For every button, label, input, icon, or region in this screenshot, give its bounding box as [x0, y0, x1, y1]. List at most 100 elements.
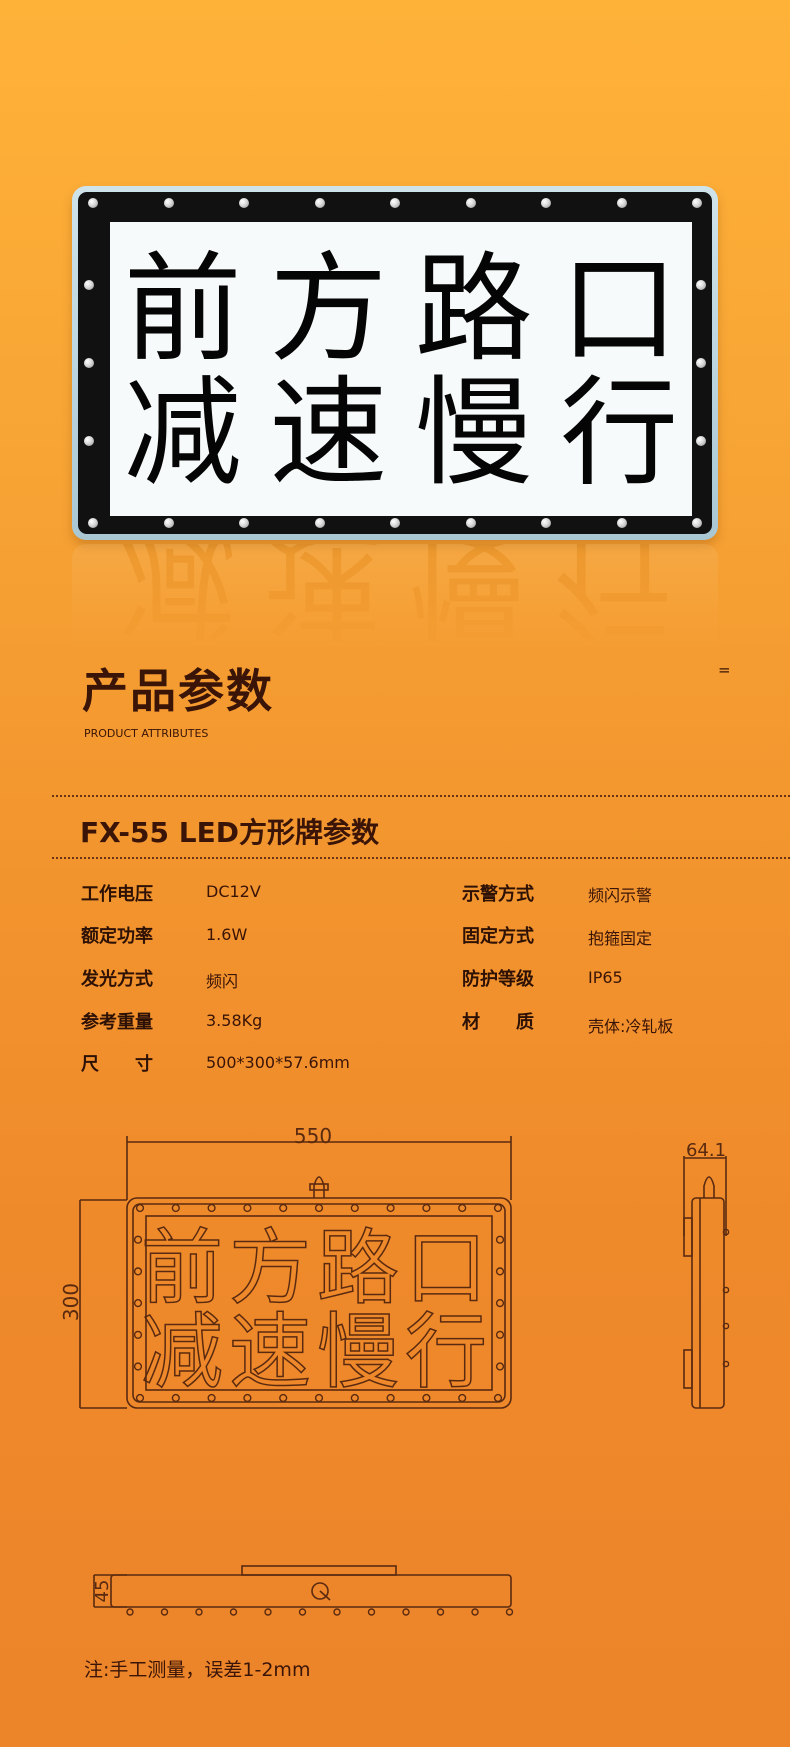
model-title: FX-55 LED方形牌参数 — [80, 816, 379, 849]
bolt-hole — [171, 1393, 180, 1403]
side-hanger — [703, 1176, 715, 1198]
spec-value: 500*300*57.6mm — [206, 1053, 350, 1072]
sign-char: 前 — [123, 240, 242, 378]
sign-line-1: 前 方 路 口 — [110, 250, 692, 368]
led-dot — [163, 518, 174, 528]
bottom-outline — [110, 1574, 512, 1608]
side-clamp-top — [683, 1217, 693, 1257]
bottom-bolt — [333, 1608, 341, 1616]
bolt-hole — [495, 1235, 505, 1244]
drawing-char: 减 — [141, 1305, 223, 1400]
bolt-hole — [350, 1203, 359, 1213]
spec-label: 固定方式 — [462, 926, 534, 947]
sign-char: 路 — [414, 240, 533, 378]
bottom-bolt — [298, 1608, 307, 1616]
sign-char: 行 — [560, 364, 679, 502]
spec-value: 抱箍固定 — [588, 929, 653, 948]
led-dot — [88, 198, 98, 208]
led-dot — [541, 198, 551, 208]
bolt-hole — [135, 1203, 145, 1213]
spec-label: 防护等级 — [462, 969, 534, 990]
led-dot — [541, 518, 551, 528]
led-dot — [692, 198, 702, 208]
led-dot — [163, 198, 174, 208]
bolt-hole — [133, 1235, 143, 1244]
spec-label: 参考重量 — [81, 1012, 153, 1033]
bolt-hole — [495, 1330, 505, 1339]
bolt-hole — [495, 1298, 505, 1308]
led-dot — [616, 198, 627, 208]
side-bolt — [722, 1360, 730, 1368]
bolt-hole — [493, 1393, 503, 1403]
hero-sign: 前 方 路 口 减 速 慢 行 — [72, 186, 718, 540]
spec-value: 3.58Kg — [206, 1011, 263, 1030]
bolt-hole — [350, 1393, 359, 1403]
led-dot — [84, 436, 94, 446]
bolt-holes — [126, 1203, 730, 1616]
drawing-char: 路 — [317, 1221, 399, 1316]
bottom-bolt — [402, 1608, 410, 1616]
bottom-bolt — [505, 1608, 514, 1616]
drawing-char: 前 — [141, 1221, 223, 1316]
hanger-cap — [309, 1183, 329, 1191]
spec-label: 材 质 — [462, 1012, 534, 1033]
led-dot — [390, 198, 400, 208]
led-dot — [84, 358, 94, 368]
bolt-hole — [422, 1393, 431, 1403]
bolt-hole — [493, 1203, 503, 1213]
bolt-hole — [386, 1203, 395, 1213]
sign-char: 速 — [269, 364, 388, 502]
led-dot — [314, 518, 325, 528]
bottom-knob — [311, 1582, 329, 1600]
bolt-hole — [207, 1203, 216, 1213]
drawing-char: 慢 — [317, 1305, 399, 1400]
spec-value: IP65 — [588, 968, 623, 987]
bolt-hole — [171, 1203, 180, 1213]
sign-char: 慢 — [414, 364, 533, 502]
side-bolt — [722, 1286, 730, 1294]
led-dot — [696, 358, 706, 368]
led-dot — [696, 280, 706, 290]
section-subtitle: PRODUCT ATTRIBUTES — [84, 727, 209, 740]
led-dot — [88, 518, 98, 528]
spec-label: 额定功率 — [81, 926, 153, 947]
bottom-bolt — [367, 1608, 376, 1616]
spec-value: 频闪示警 — [588, 886, 653, 905]
hanger-knob — [313, 1176, 325, 1198]
front-face — [145, 1215, 493, 1391]
bottom-bolt — [195, 1608, 203, 1616]
divider-bottom — [52, 857, 790, 859]
spec-value: 1.6W — [206, 925, 248, 944]
spec-label: 示警方式 — [462, 884, 534, 905]
bolt-hole — [133, 1298, 143, 1308]
divider-top — [52, 795, 790, 797]
led-dot — [239, 198, 249, 208]
side-outline — [691, 1197, 725, 1409]
drawing-characters: 前 方 路 口 减 速 慢 行 — [140, 1220, 488, 1401]
bolt-hole — [279, 1393, 288, 1403]
bottom-bolt — [126, 1608, 134, 1616]
bolt-hole — [135, 1393, 145, 1403]
sign-char: 方 — [269, 240, 388, 378]
width-label: 550 — [294, 1124, 332, 1148]
spec-value: 频闪 — [206, 972, 239, 991]
led-dot — [696, 436, 706, 446]
spec-value: DC12V — [206, 882, 261, 901]
led-dot — [314, 198, 325, 208]
drawing-char: 口 — [405, 1221, 487, 1316]
bottom-bolt — [160, 1608, 169, 1616]
side-bolt — [722, 1228, 730, 1236]
bolt-hole — [495, 1267, 505, 1276]
led-dot — [692, 518, 702, 528]
bolt-hole — [279, 1203, 288, 1213]
sign-reflection: 减 速 慢 行 — [72, 544, 718, 654]
bolt-hole — [314, 1393, 324, 1403]
sign-line-2: 减 速 慢 行 — [110, 374, 692, 492]
bolt-hole — [386, 1393, 395, 1403]
bolt-hole — [133, 1267, 143, 1276]
height-label: 300 — [59, 1283, 83, 1321]
led-dot — [465, 198, 476, 208]
bolt-hole — [133, 1330, 143, 1339]
drawing-char: 行 — [405, 1305, 487, 1400]
sign-char: 口 — [560, 240, 679, 378]
